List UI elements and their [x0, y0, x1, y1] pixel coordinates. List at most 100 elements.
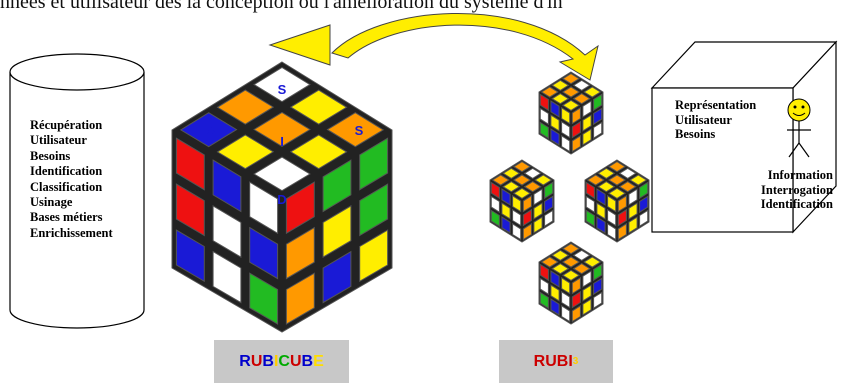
cube-left-sticker — [212, 250, 242, 304]
user-box-3d — [650, 40, 838, 234]
cylinder-item-1: Utilisateur — [30, 133, 87, 148]
cube-left-sticker — [490, 209, 500, 228]
cube-right-sticker — [359, 137, 389, 191]
cube-left-sticker — [501, 202, 511, 220]
cube-right-sticker — [285, 226, 315, 280]
cube-left-sticker — [585, 181, 595, 200]
cube-right-sticker — [571, 134, 581, 153]
cube-top-sticker — [540, 256, 559, 268]
cube-right-sticker — [571, 290, 581, 309]
cube-top-sticker — [289, 134, 348, 170]
box-right-item-1: Interrogation — [761, 182, 833, 197]
cube-top-sticker — [597, 167, 616, 179]
caption-rubi-base: RUBI — [533, 352, 573, 370]
cube-left-sticker — [501, 216, 511, 234]
cube-right-sticker — [582, 284, 592, 302]
cube-top-sticker — [523, 167, 542, 179]
cube-top-sticker — [216, 89, 275, 125]
cube-left-sticker — [561, 304, 571, 323]
cube-right-sticker — [322, 205, 352, 258]
cube-left-sticker — [561, 276, 571, 295]
cube-right-sticker — [593, 263, 603, 282]
caption-letter: E — [313, 352, 324, 370]
cube-left-sticker — [550, 284, 560, 302]
box-left-item-1: Utilisateur — [675, 112, 732, 127]
cube-left-sticker — [539, 93, 549, 112]
cube-left-sticker — [501, 188, 511, 206]
cube-left-sticker — [490, 181, 500, 200]
cube-right-sticker — [359, 229, 389, 283]
rubik-cubes-small — [489, 71, 650, 325]
caption-letter: B — [301, 352, 314, 370]
cube-top-sticker — [551, 263, 570, 275]
cube-top-sticker — [551, 249, 570, 261]
cube-top-sticker — [572, 93, 591, 105]
cube-right-sticker — [593, 93, 603, 112]
cube-left-sticker — [175, 137, 205, 191]
cube-left-sticker — [550, 128, 560, 146]
cube-letter-bottom: D — [277, 192, 286, 207]
cube-left-sticker — [550, 100, 560, 118]
cube-right-sticker — [285, 181, 315, 235]
cube-left-sticker — [607, 208, 617, 227]
cube-top-sticker — [572, 79, 591, 91]
cube-right-sticker — [533, 202, 543, 220]
cube-left-sticker — [561, 134, 571, 153]
cube-left-sticker — [249, 272, 279, 325]
cube-top-sticker — [629, 174, 648, 186]
cube-top-sticker — [572, 263, 591, 275]
cube-top-sticker — [551, 79, 570, 91]
cube-left-sticker — [175, 183, 205, 237]
cube-top-sticker — [618, 181, 637, 193]
cube-right-sticker — [544, 195, 554, 214]
cube-top-sticker — [253, 156, 311, 192]
box-right-item-2: Identification — [760, 197, 833, 211]
cube-top-sticker — [502, 167, 521, 179]
cube-top-sticker — [572, 249, 591, 261]
cube-top-sticker — [512, 174, 532, 186]
cylinder-item-3: Identification — [30, 164, 103, 179]
cube-left-sticker — [561, 290, 571, 309]
cube-right-sticker — [593, 121, 603, 140]
cube-left-sticker — [512, 208, 522, 227]
cube-letter-right: S — [355, 123, 364, 138]
cube-top-sticker — [561, 243, 581, 255]
cube-left-sticker — [607, 222, 617, 241]
cube-right-sticker — [533, 216, 543, 234]
cube-top-sticker — [512, 161, 532, 173]
caption-letter: B — [262, 352, 274, 370]
cube-top-sticker — [326, 112, 385, 148]
cube-left-sticker — [585, 209, 595, 228]
cylinder-item-4: Classification — [30, 179, 103, 194]
cube-right-sticker — [533, 188, 543, 206]
cube-top-sticker — [583, 86, 602, 98]
cube-top-sticker — [551, 93, 570, 105]
cube-left-sticker — [561, 120, 571, 139]
cylinder-item-5: Usinage — [30, 195, 73, 210]
cube-right-sticker — [628, 216, 638, 234]
cube-right-sticker — [582, 114, 592, 132]
cube-top-sticker — [561, 269, 581, 281]
cube-left-sticker — [550, 270, 560, 288]
cube-top-sticker — [607, 161, 627, 173]
cube-top-sticker — [561, 256, 581, 268]
cube-body — [538, 71, 604, 155]
cube-right-sticker — [582, 128, 592, 146]
cube-right-sticker — [285, 272, 315, 325]
curved-arrow-icon — [268, 13, 599, 81]
cube-top-sticker — [561, 73, 581, 85]
cube-left-sticker — [596, 188, 606, 206]
cube-top-sticker — [561, 99, 581, 111]
cube-right-sticker — [593, 107, 603, 126]
caption-letter: R — [239, 352, 251, 370]
cube-letter-left: S — [207, 123, 216, 138]
cube-right-sticker — [522, 222, 532, 241]
cylinder-item-2: Besoins — [30, 148, 71, 163]
cube-right-sticker — [522, 208, 532, 227]
caption-letter: I — [273, 352, 279, 370]
box-left-item-0: Représentation — [675, 98, 757, 112]
cube-body — [489, 159, 555, 243]
